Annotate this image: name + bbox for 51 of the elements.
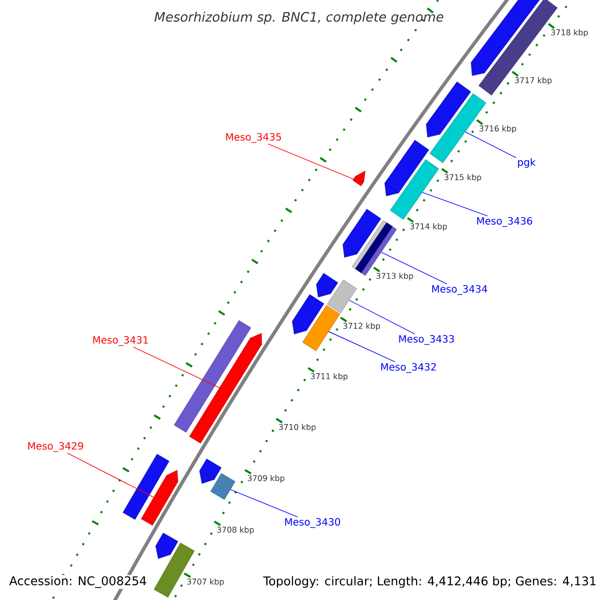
gene-label: Meso_3434 (432, 285, 488, 295)
scale-label: 3718 kbp (551, 29, 588, 37)
gene-block (189, 333, 262, 444)
gene-block (352, 170, 366, 186)
gene-block (355, 222, 393, 274)
gene-block (292, 294, 324, 334)
gene-label: Meso_3432 (381, 363, 436, 373)
leader-line (348, 300, 415, 334)
gene-label: Meso_3430 (285, 518, 340, 528)
accession-label: Accession: NC_008254 (8, 575, 148, 589)
scale-label: 3711 kbp (310, 373, 348, 381)
gene-block (316, 273, 338, 298)
gene-block (390, 159, 439, 220)
scale-label: 3717 kbp (515, 77, 552, 85)
gene-block (141, 470, 178, 526)
leader-line (380, 252, 448, 284)
title: Mesorhizobium sp. BNC1, complete genome (154, 12, 444, 24)
gene-block (384, 140, 430, 196)
leader-line (422, 192, 488, 216)
gene-block (199, 458, 222, 484)
genome-info-label: Topology: circular; Length: 4,412,446 bp; Genes: 4,131 (262, 575, 598, 589)
gene-label: Meso_3429 (28, 442, 84, 452)
scale-label: 3714 kbp (410, 223, 447, 231)
leader-line (230, 489, 298, 518)
scale-label: 3716 kbp (479, 125, 516, 134)
gene-block (352, 220, 387, 270)
scale-label: 3715 kbp (444, 174, 482, 182)
scale-label: 3712 kbp (343, 322, 380, 330)
scale-label: 3707 kbp (187, 578, 224, 586)
gene-label: Meso_3431 (93, 336, 148, 346)
scale-label: 3713 kbp (376, 272, 414, 280)
leader-line (328, 331, 396, 362)
leader-line (67, 452, 154, 498)
gene-label: pgk (518, 158, 536, 168)
gene-block (122, 454, 170, 520)
leader-line (268, 144, 354, 180)
gene-label: Meso_3436 (477, 217, 532, 227)
gene-block (342, 208, 382, 258)
leader-line (465, 132, 516, 158)
gene-block (302, 305, 340, 352)
gene-block (426, 82, 471, 138)
gene-label: Meso_3433 (399, 335, 454, 345)
gene-label: Meso_3435 (226, 133, 281, 143)
gene-block (210, 473, 236, 500)
scale-label: 3708 kbp (217, 526, 254, 534)
gene-block (156, 532, 178, 559)
gene-block (174, 320, 252, 433)
scale-label: 3710 kbp (279, 424, 316, 432)
leader-line (133, 346, 220, 388)
gene-block (326, 280, 357, 314)
scale-label: 3709 kbp (248, 474, 284, 483)
